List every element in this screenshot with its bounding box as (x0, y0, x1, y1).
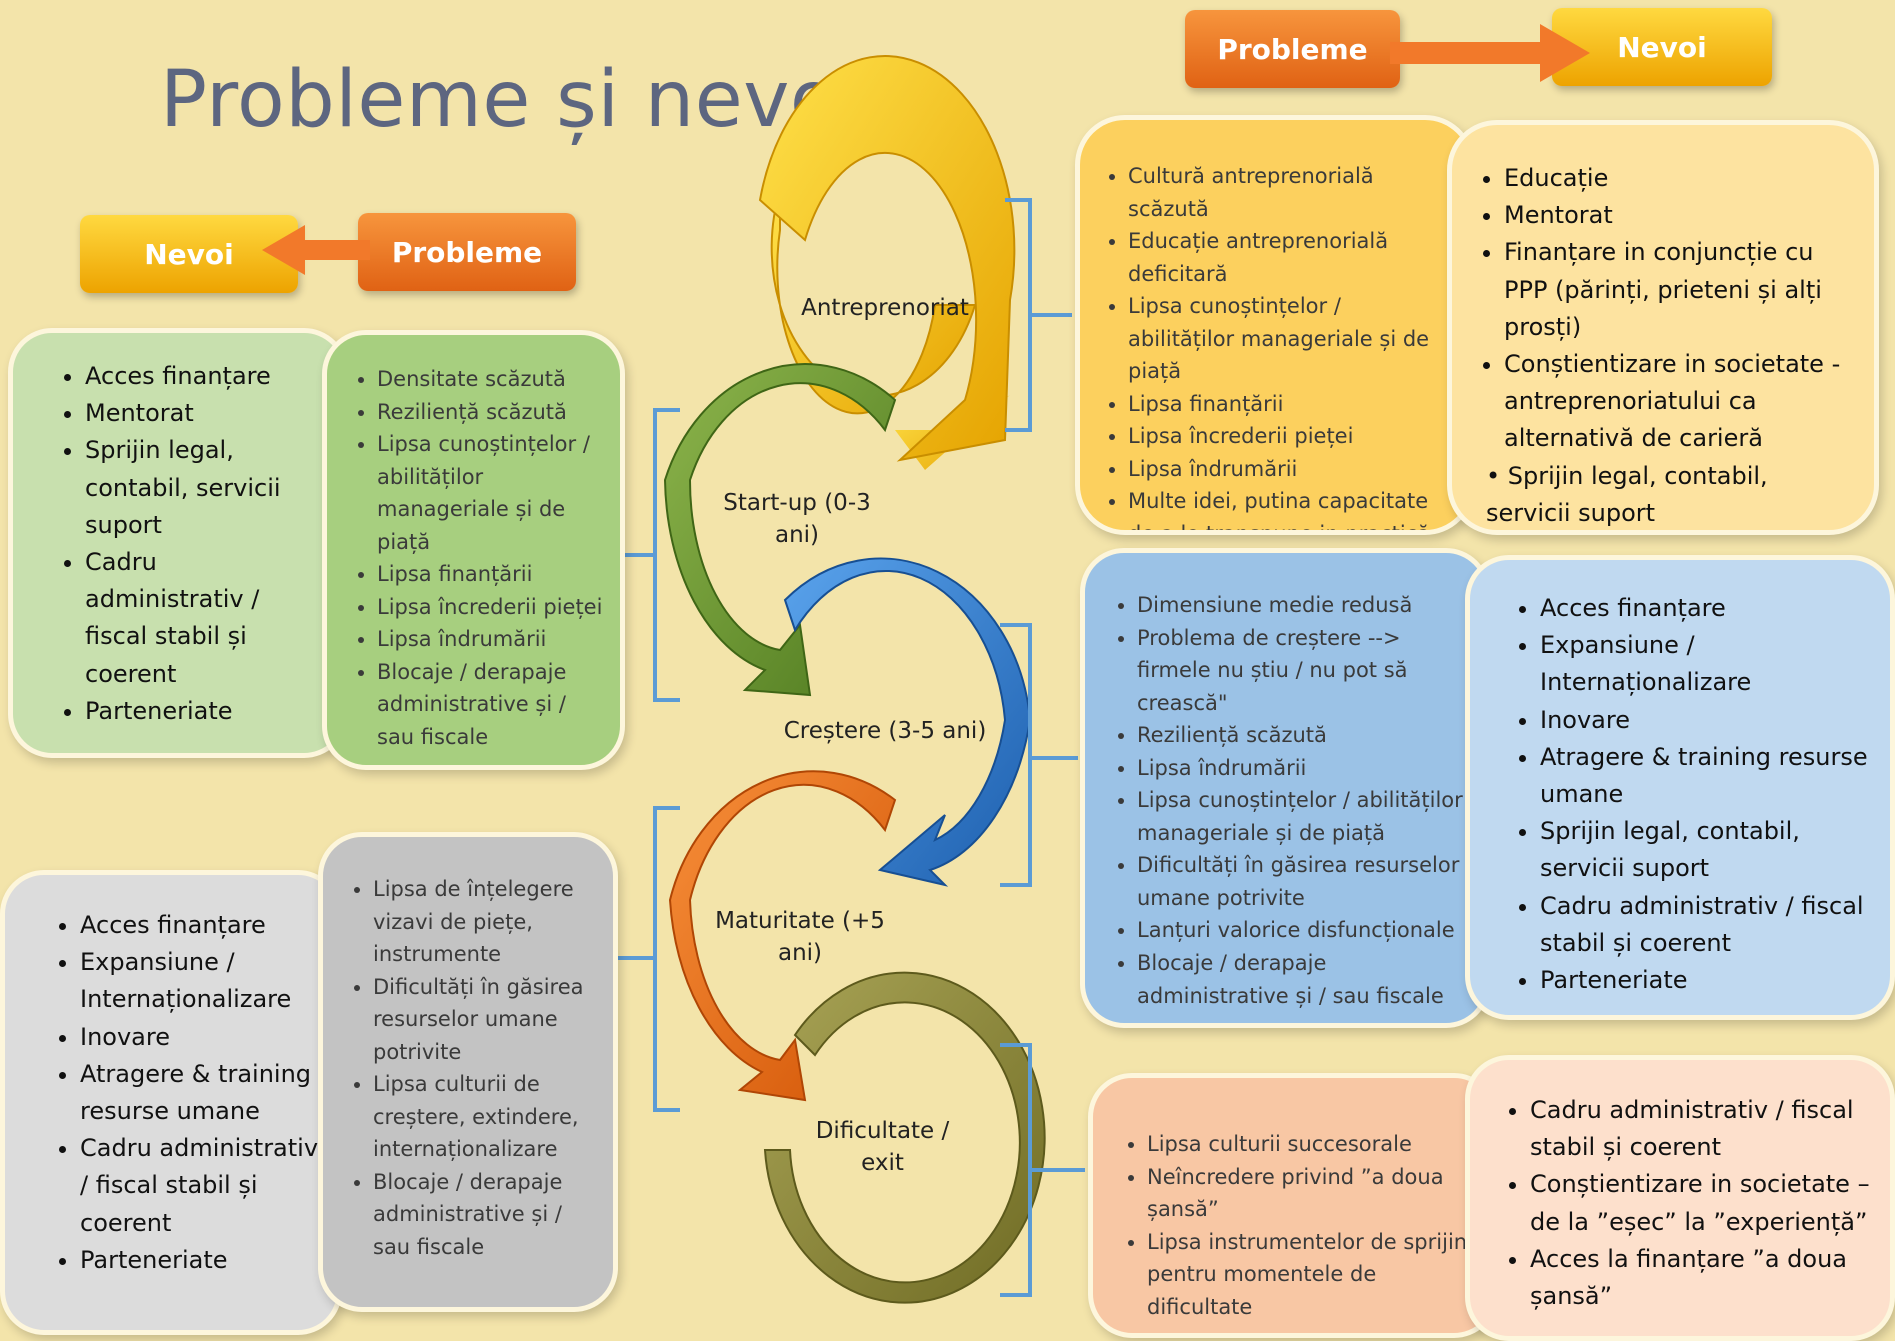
antreprenoriat-needs-item: Finanțare in conjuncție cu PPP (părinți,… (1504, 234, 1852, 346)
legend-left-arrow-icon (262, 225, 370, 275)
crestere-problems-item: Problema de creștere --> firmele nu știu… (1137, 622, 1475, 720)
crestere-needs-item: Atragere & training resurse umane (1540, 739, 1878, 813)
dificultate-problems-box: Lipsa culturii succesoraleNeîncredere pr… (1088, 1073, 1498, 1338)
bracket-dificultate (1000, 1043, 1085, 1297)
stage-arrow-maturitate-icon (668, 770, 897, 1102)
maturitate-problems-item: Blocaje / derapaje administrative și / s… (373, 1166, 601, 1264)
startup-problems-item: Lipsa cunoștințelor / abilităților manag… (377, 428, 608, 558)
crestere-problems-item: Lanțuri valorice disfuncționale (1137, 914, 1475, 947)
stage-arrow-crestere-icon (783, 557, 1032, 887)
antreprenoriat-problems-item: Cultură antreprenorială scăzută (1128, 160, 1450, 225)
crestere-problems-item: Lipsa îndrumării (1137, 752, 1475, 785)
legend-right-arrow-icon (1390, 24, 1590, 82)
maturitate-problems-box: Lipsa de înțelegere vizavi de piețe, ins… (318, 832, 618, 1312)
crestere-needs-item: Inovare (1540, 702, 1878, 739)
startup-problems-item: Densitate scăzută (377, 363, 608, 396)
legend-left-problems-tag: Probleme (358, 213, 576, 291)
stage-arrow-dificultate-icon (763, 971, 1046, 1304)
crestere-needs-box: Acces finanțareExpansiune / Internaționa… (1465, 555, 1895, 1020)
stage-label-dificultate: Dificultate / exit (815, 1118, 950, 1177)
startup-needs-item: Acces finanțare (85, 358, 323, 395)
antreprenoriat-needs-extra: • Sprijin legal, contabil, servicii supo… (1486, 461, 1768, 527)
dificultate-problems-item: Lipsa instrumentelor de sprijin pentru m… (1147, 1226, 1483, 1324)
stage-label-crestere: Creștere (3-5 ani) (783, 718, 987, 744)
antreprenoriat-problems-item: Lipsa finanțării (1128, 388, 1450, 421)
startup-problems-item: Lipsa finanțării (377, 558, 608, 591)
crestere-needs-item: Expansiune / Internaționalizare (1540, 627, 1878, 701)
startup-problems-item: Blocaje / derapaje administrative și / s… (377, 656, 608, 754)
dificultate-needs-item: Cadru administrativ / fiscal stabil și c… (1530, 1092, 1878, 1166)
maturitate-problems-item: Lipsa culturii de creștere, extindere, i… (373, 1068, 601, 1166)
antreprenoriat-needs-item: Conștientizare in societate - antrepreno… (1504, 346, 1852, 458)
maturitate-needs-item: Acces finanțare (80, 907, 321, 944)
dificultate-problems-item: Neîncredere privind ”a doua șansă” (1147, 1161, 1483, 1226)
startup-problems-item: Lipsa încrederii pieței (377, 591, 608, 624)
antreprenoriat-needs-box: EducațieMentoratFinanțare in conjuncție … (1447, 120, 1879, 535)
stage-label-maturitate: Maturitate (+5 ani) (715, 908, 885, 967)
bracket-maturitate (615, 806, 680, 1112)
maturitate-needs-item: Parteneriate (80, 1242, 321, 1279)
crestere-problems-item: Reziliență scăzută (1137, 719, 1475, 752)
startup-problems-item: Reziliență scăzută (377, 396, 608, 429)
startup-needs-item: Parteneriate (85, 693, 323, 730)
antreprenoriat-problems-item: Multe idei, putina capacitate de a le tr… (1128, 485, 1450, 530)
stage-label-antreprenoriat: Antreprenoriat (801, 295, 969, 321)
antreprenoriat-needs-item: Mentorat (1504, 197, 1852, 234)
maturitate-needs-item: Cadru administrativ / fiscal stabil și c… (80, 1130, 321, 1242)
maturitate-needs-item: Atragere & training resurse umane (80, 1056, 321, 1130)
bracket-antreprenoriat (1005, 198, 1072, 432)
bracket-crestere (1000, 623, 1078, 887)
startup-needs-box: Acces finanțareMentoratSprijin legal, co… (8, 328, 348, 758)
maturitate-needs-item: Inovare (80, 1019, 321, 1056)
startup-needs-item: Cadru administrativ / fiscal stabil și c… (85, 544, 323, 693)
antreprenoriat-needs-item: Educație (1504, 160, 1852, 197)
crestere-needs-item: Cadru administrativ / fiscal stabil și c… (1540, 888, 1878, 962)
crestere-problems-item: Lipsa cunoștințelor / abilităților manag… (1137, 784, 1475, 849)
dificultate-needs-box: Cadru administrativ / fiscal stabil și c… (1465, 1055, 1895, 1341)
legend-needs-tag: Nevoi (1552, 8, 1772, 86)
startup-problems-item: Lipsa îndrumării (377, 623, 608, 656)
crestere-needs-item: Sprijin legal, contabil, servicii suport (1540, 813, 1878, 887)
legend-left-needs-tag: Nevoi (80, 215, 298, 293)
antreprenoriat-problems-item: Lipsa îndrumării (1128, 453, 1450, 486)
legend-problems-tag: Probleme (1185, 10, 1400, 88)
antreprenoriat-problems-item: Educație antreprenorială deficitară (1128, 225, 1450, 290)
crestere-problems-item: Blocaje / derapaje administrative și / s… (1137, 947, 1475, 1012)
dificultate-needs-item: Conștientizare in societate – de la ”eșe… (1530, 1166, 1878, 1240)
antreprenoriat-problems-item: Lipsa încrederii pieței (1128, 420, 1450, 453)
antreprenoriat-problems-box: Cultură antreprenorială scăzutăEducație … (1075, 115, 1475, 535)
dificultate-problems-item: Lipsa culturii succesorale (1147, 1128, 1483, 1161)
antreprenoriat-problems-item: Lipsa cunoștințelor / abilităților manag… (1128, 290, 1450, 388)
startup-needs-item: Mentorat (85, 395, 323, 432)
stage-arrow-startup-icon (663, 363, 897, 697)
crestere-needs-item: Acces finanțare (1540, 590, 1878, 627)
maturitate-needs-item: Expansiune / Internaționalizare (80, 944, 321, 1018)
crestere-problems-box: Dimensiune medie redusăProblema de creșt… (1080, 548, 1490, 1028)
maturitate-problems-item: Lipsa de înțelegere vizavi de piețe, ins… (373, 873, 601, 971)
page-title: Probleme și nevoi (160, 55, 861, 145)
crestere-needs-item: Parteneriate (1540, 962, 1878, 999)
crestere-problems-item: Dificultăți în găsirea resurselor umane … (1137, 849, 1475, 914)
startup-needs-item: Sprijin legal, contabil, servicii suport (85, 432, 323, 544)
startup-problems-box: Densitate scăzutăReziliență scăzutăLipsa… (322, 330, 625, 770)
dificultate-needs-item: Acces la finanțare ”a doua șansă” (1530, 1241, 1878, 1315)
maturitate-problems-item: Dificultăți în găsirea resurselor umane … (373, 971, 601, 1069)
crestere-problems-item: Dimensiune medie redusă (1137, 589, 1475, 622)
stage-label-startup: Start-up (0-3 ani) (723, 490, 871, 549)
maturitate-needs-box: Acces finanțareExpansiune / Internaționa… (0, 870, 342, 1335)
